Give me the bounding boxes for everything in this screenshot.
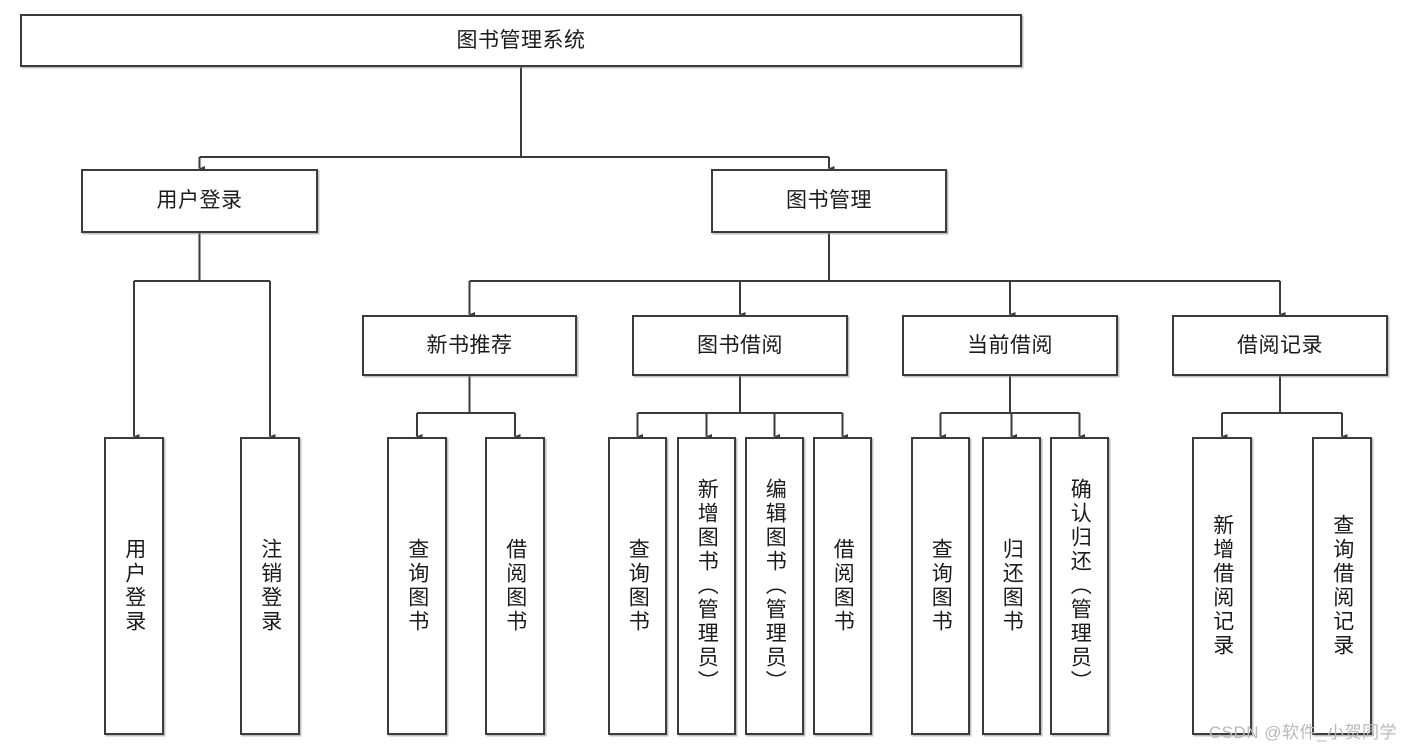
node-label: 查询图书: [929, 538, 953, 634]
node-label: 查询图书: [626, 538, 650, 634]
node-l2-book-borrow[interactable]: 图书借阅: [632, 315, 848, 376]
node-label: 查询图书: [405, 538, 429, 634]
node-label: 归还图书: [1000, 538, 1024, 634]
node-leaf-add-record[interactable]: 新增借阅记录: [1192, 437, 1252, 735]
node-l2-borrow-record[interactable]: 借阅记录: [1172, 315, 1388, 376]
node-label: 确认归还（管理员）: [1068, 478, 1092, 694]
node-label: 注销登录: [258, 538, 282, 634]
node-label: 借阅图书: [831, 538, 855, 634]
node-label: 图书管理: [786, 189, 872, 213]
csdn-watermark: CSDN @软件_小贺同学: [1208, 723, 1397, 742]
node-label: 图书借阅: [697, 333, 783, 357]
edge-paths: [128, 67, 1348, 443]
node-l1-book-mgmt[interactable]: 图书管理: [711, 169, 947, 233]
node-label: 用户登录: [156, 189, 243, 213]
node-leaf-confirm-return[interactable]: 确认归还（管理员）: [1050, 437, 1109, 735]
node-label: 新增图书（管理员）: [695, 478, 719, 694]
node-leaf-borrow-book-1[interactable]: 借阅图书: [485, 437, 545, 735]
node-root[interactable]: 图书管理系统: [20, 14, 1022, 67]
node-leaf-query-book-1[interactable]: 查询图书: [387, 437, 447, 735]
node-leaf-borrow-book-2[interactable]: 借阅图书: [813, 437, 872, 735]
node-label: 图书管理系统: [456, 28, 586, 52]
node-label: 借阅图书: [503, 538, 527, 634]
node-l1-user-login[interactable]: 用户登录: [81, 169, 318, 233]
node-leaf-query-book-3[interactable]: 查询图书: [911, 437, 970, 735]
node-label: 新书推荐: [426, 333, 513, 357]
node-l2-current-borrow[interactable]: 当前借阅: [902, 315, 1118, 376]
node-label: 用户登录: [122, 538, 146, 634]
node-leaf-edit-book[interactable]: 编辑图书（管理员）: [745, 437, 804, 735]
node-label: 借阅记录: [1237, 333, 1323, 357]
node-leaf-return-book[interactable]: 归还图书: [982, 437, 1041, 735]
node-label: 编辑图书（管理员）: [763, 478, 787, 694]
node-label: 当前借阅: [967, 333, 1053, 357]
node-leaf-query-book-2[interactable]: 查询图书: [608, 437, 667, 735]
node-label: 查询借阅记录: [1330, 514, 1354, 658]
node-label: 新增借阅记录: [1210, 514, 1234, 658]
node-leaf-user-login[interactable]: 用户登录: [104, 437, 164, 735]
node-leaf-query-record[interactable]: 查询借阅记录: [1312, 437, 1372, 735]
node-leaf-add-book[interactable]: 新增图书（管理员）: [677, 437, 736, 735]
node-l2-new-book-rec[interactable]: 新书推荐: [362, 315, 577, 376]
node-leaf-user-logout[interactable]: 注销登录: [240, 437, 300, 735]
